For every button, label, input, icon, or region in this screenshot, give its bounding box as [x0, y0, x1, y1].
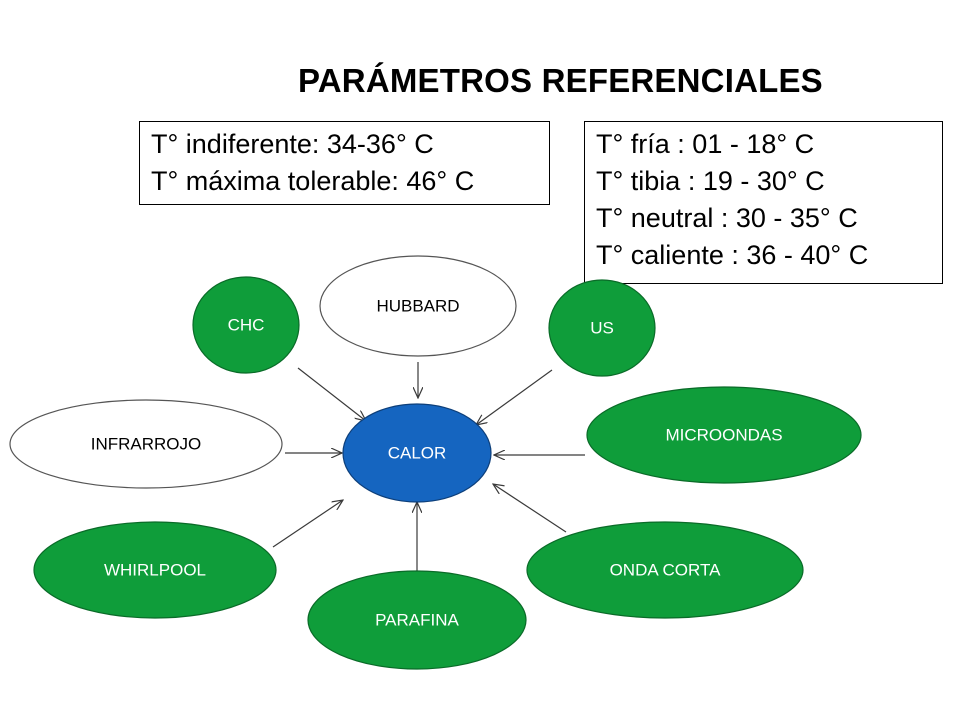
node-parafina: PARAFINA: [307, 570, 527, 670]
node-hubbard-label: HUBBARD: [376, 296, 459, 315]
arrow-whirlpool: [272, 500, 343, 548]
reference-box-left: T° indiferente: 34-36° C T° máxima toler…: [139, 121, 550, 205]
arrow-chc: [297, 367, 366, 421]
node-hubbard: HUBBARD: [319, 255, 517, 357]
node-chc: CHC: [192, 276, 300, 374]
node-microondas-label: MICROONDAS: [665, 425, 782, 444]
box-left-line: T° indiferente: 34-36° C: [151, 129, 434, 159]
box-right-line: T° neutral : 30 - 35° C: [596, 203, 858, 233]
node-parafina-label: PARAFINA: [375, 610, 459, 629]
node-microondas: MICROONDAS: [586, 386, 862, 484]
node-center: CALOR: [342, 403, 492, 503]
node-us-label: US: [590, 318, 614, 337]
node-whirlpool-label: WHIRLPOOL: [104, 560, 206, 579]
arrow-onda-corta: [493, 484, 567, 533]
node-infrarrojo-label: INFRARROJO: [91, 434, 202, 453]
reference-box-right: T° fría : 01 - 18° C T° tibia : 19 - 30°…: [584, 121, 943, 284]
box-right-line: T° caliente : 36 - 40° C: [596, 240, 869, 270]
node-onda-corta: ONDA CORTA: [526, 521, 804, 619]
node-center-label: CALOR: [388, 443, 447, 462]
arrow-us: [476, 369, 553, 425]
node-whirlpool: WHIRLPOOL: [33, 521, 277, 619]
box-left-line: T° máxima tolerable: 46° C: [151, 166, 475, 196]
node-infrarrojo: INFRARROJO: [9, 399, 283, 489]
node-chc-label: CHC: [228, 315, 265, 334]
box-right-line: T° tibia : 19 - 30° C: [596, 166, 825, 196]
node-onda-corta-label: ONDA CORTA: [610, 560, 721, 579]
box-right-line: T° fría : 01 - 18° C: [596, 129, 815, 159]
page-title: PARÁMETROS REFERENCIALES: [298, 62, 823, 99]
node-us: US: [548, 279, 656, 377]
